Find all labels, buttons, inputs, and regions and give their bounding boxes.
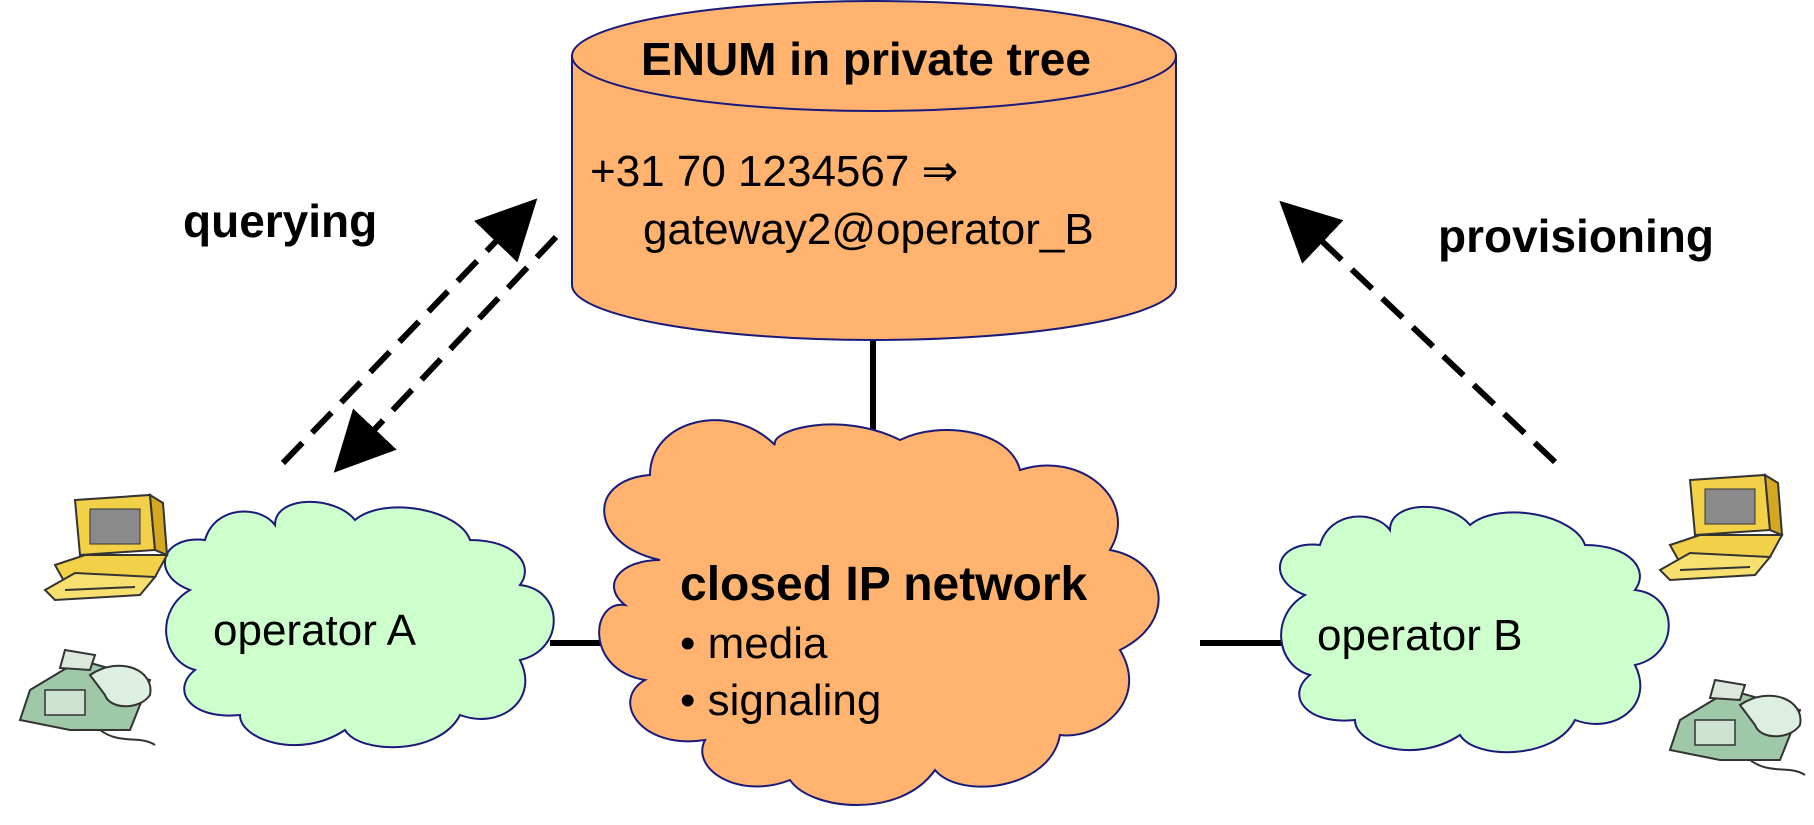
network-cloud-shape [598, 419, 1160, 806]
database-mapping-target: gateway2@operator_B [643, 205, 1094, 254]
closed-ip-network-cloud: closed IP network • media • signaling [598, 419, 1160, 806]
operator-a-cloud: operator A [163, 500, 555, 749]
operator-b-cloud: operator B [1278, 505, 1670, 754]
network-bullet-media: • media [680, 619, 828, 668]
operator-a-cloud-shape [163, 500, 555, 749]
computer-icon [1658, 473, 1784, 582]
telephone-icon [18, 648, 156, 746]
provisioning-label: provisioning [1438, 210, 1714, 262]
query-arrow-up [280, 198, 538, 466]
network-bullet-signaling: • signaling [680, 676, 881, 725]
database-body [571, 55, 1177, 341]
enum-database: ENUM in private tree +31 70 1234567 ⇒ ga… [571, 0, 1177, 341]
query-arrow-down [333, 234, 559, 473]
database-title: ENUM in private tree [641, 33, 1091, 85]
provisioning-arrow [1279, 200, 1558, 465]
database-top [571, 0, 1177, 112]
operator-b-cloud-shape [1278, 505, 1670, 754]
computer-icon [43, 493, 169, 602]
telephone-icon [1668, 678, 1806, 776]
querying-label: querying [183, 195, 377, 247]
operator-a-label: operator A [213, 606, 417, 655]
network-title: closed IP network [680, 558, 1088, 611]
operator-b-label: operator B [1317, 611, 1522, 660]
database-mapping-number: +31 70 1234567 ⇒ [590, 147, 958, 196]
